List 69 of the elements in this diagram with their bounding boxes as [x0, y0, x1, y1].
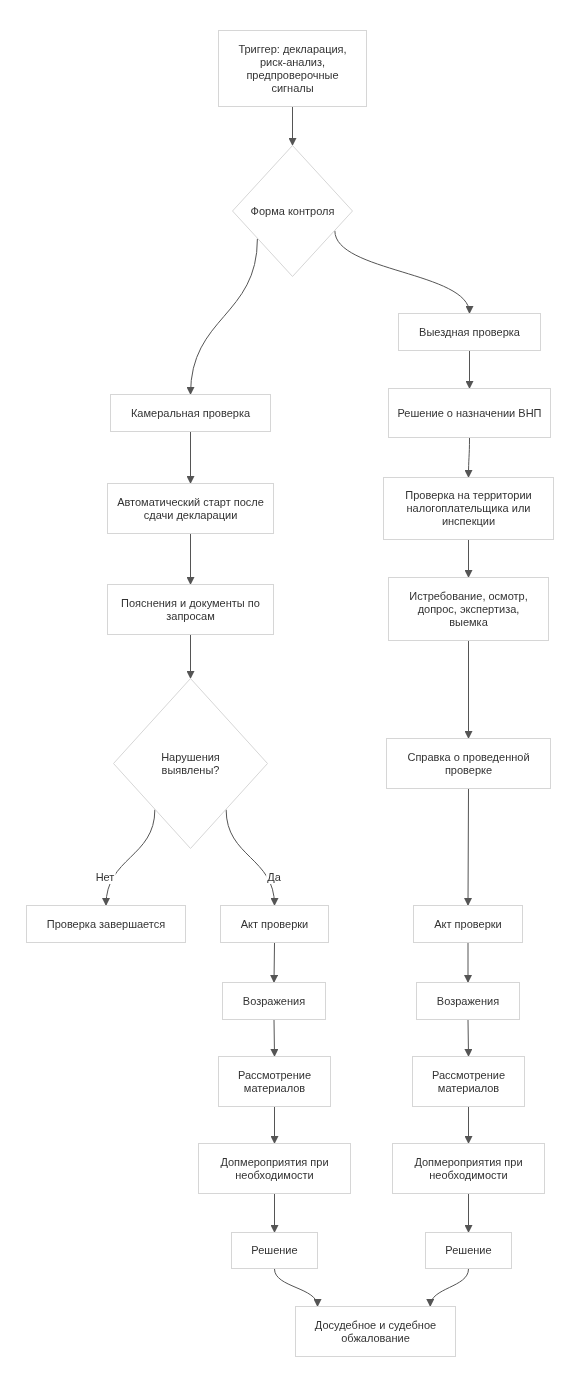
step-label: Камеральная проверка	[130, 406, 251, 420]
process-box	[388, 388, 551, 438]
step-label: Решение	[251, 1244, 298, 1257]
arrow	[464, 1019, 473, 1057]
process-box	[295, 1306, 456, 1357]
arrow	[186, 431, 195, 484]
process-box	[386, 738, 551, 789]
step-label: Возражения	[242, 994, 306, 1008]
step-label: Справка о проведенной проверке	[406, 750, 531, 777]
arrow	[464, 640, 473, 739]
arrow	[288, 106, 297, 146]
arrow	[427, 1268, 469, 1307]
arrow	[225, 809, 278, 906]
step-label: Решение о назначении ВНП	[397, 406, 542, 420]
arrow	[274, 1268, 321, 1307]
process-box	[218, 30, 367, 107]
decision-label: Нарушения выявлены?	[160, 750, 221, 777]
step-label: Выездная проверка	[419, 325, 520, 339]
arrow	[186, 533, 195, 585]
step-label: Истребование, осмотр, допрос, экспертиза, выемка	[408, 589, 529, 629]
process-box	[412, 1056, 525, 1107]
arrow	[102, 809, 156, 906]
process-box	[388, 577, 549, 641]
arrow	[270, 1106, 279, 1144]
process-box	[26, 905, 186, 943]
arrow	[270, 1019, 279, 1057]
process-box	[218, 1056, 331, 1107]
process-box	[425, 1232, 512, 1269]
process-box	[222, 982, 326, 1020]
process-box	[392, 1143, 545, 1194]
step-label: Возражения	[436, 994, 500, 1008]
arrow	[464, 437, 473, 478]
step-label: Рассмотрение материалов	[236, 1068, 313, 1095]
step-label: Досудебное и судебное обжалование	[313, 1318, 438, 1345]
decision-label: Форма контроля	[250, 204, 335, 218]
arrow	[464, 1106, 473, 1144]
arrow	[270, 1193, 279, 1233]
step-label: Допмероприятия при необходимости	[219, 1155, 330, 1182]
arrow	[334, 230, 472, 314]
arrow	[464, 1193, 473, 1233]
arrow	[464, 539, 473, 578]
step-label: Автоматический старт после сдачи декларации	[116, 495, 265, 522]
process-box	[413, 905, 523, 943]
process-box	[231, 1232, 318, 1269]
step-label: Допмероприятия при необходимости	[413, 1155, 524, 1182]
step-label: Рассмотрение материалов	[430, 1068, 507, 1095]
process-box	[110, 394, 271, 432]
arrow	[186, 634, 195, 679]
process-box	[107, 483, 274, 534]
arrow	[187, 238, 258, 395]
arrow	[464, 942, 472, 983]
process-box	[220, 905, 329, 943]
arrow	[464, 788, 473, 906]
process-box	[198, 1143, 351, 1194]
step-label: Проверка завершается	[46, 917, 166, 931]
step-label: Пояснения и документы по запросам	[120, 596, 261, 623]
step-label: Акт проверки	[240, 917, 309, 931]
arrow	[465, 350, 474, 389]
step-label: Акт проверки	[434, 917, 502, 931]
step-label: Решение	[445, 1244, 492, 1257]
process-box	[383, 477, 554, 540]
step-label: Проверка на территории налогоплательщика или инспекции	[404, 489, 533, 528]
process-box	[107, 584, 274, 635]
process-box	[398, 313, 541, 351]
edge-label: Нет	[94, 870, 116, 884]
arrow	[270, 942, 279, 983]
step-label: Триггер: декларация, риск-анализ, предпроверочные сигналы	[237, 42, 348, 95]
process-box	[416, 982, 520, 1020]
edge-label: Да	[266, 870, 282, 884]
